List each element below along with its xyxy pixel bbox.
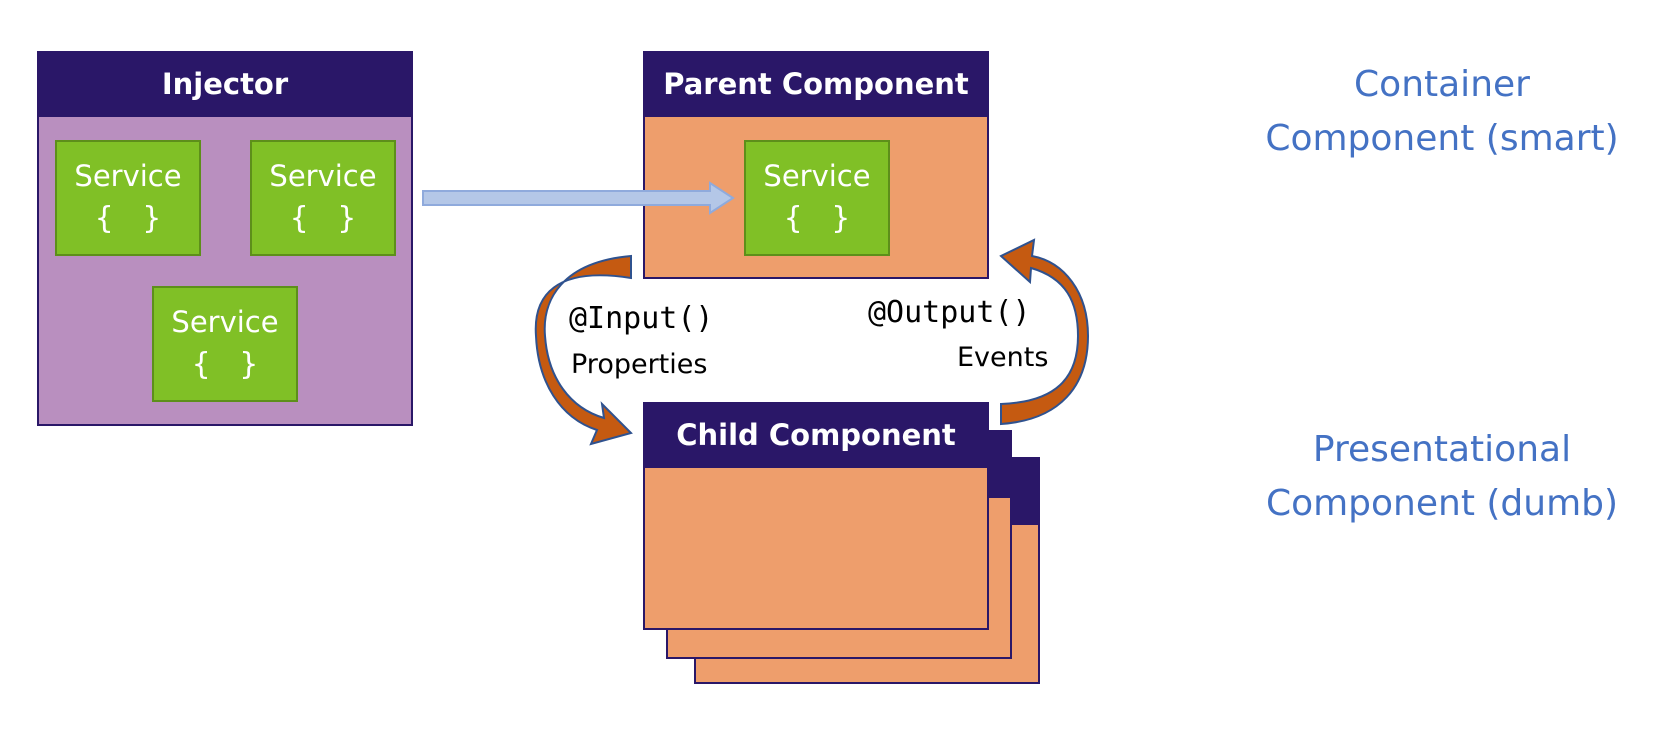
service-braces: { }	[289, 201, 357, 237]
parent-component-title: Parent Component	[663, 67, 969, 101]
child-component-title: Child Component	[676, 418, 956, 452]
injector-service-2: Service { }	[250, 140, 396, 256]
output-decorator: @Output()	[868, 295, 1031, 330]
child-component-box	[643, 468, 989, 630]
injector-title: Injector	[161, 67, 289, 101]
child-component-header: Child Component	[643, 402, 989, 468]
presentational-component-label: Presentational Component (dumb)	[1232, 423, 1652, 531]
input-decorator: @Input()	[569, 301, 714, 336]
container-component-label: Container Component (smart)	[1232, 58, 1652, 166]
parent-service: Service { }	[744, 140, 890, 256]
service-braces: { }	[783, 201, 851, 237]
input-arrow	[534, 254, 633, 446]
injector-header: Injector	[37, 51, 413, 117]
service-label: Service	[269, 159, 377, 194]
input-properties-label: Properties	[571, 349, 708, 380]
injector-service-3: Service { }	[152, 286, 298, 402]
injector-service-1: Service { }	[55, 140, 201, 256]
presentational-line1: Presentational	[1312, 429, 1572, 470]
container-line2: Component (smart)	[1265, 118, 1619, 159]
service-braces: { }	[191, 347, 259, 383]
service-braces: { }	[94, 201, 162, 237]
presentational-line2: Component (dumb)	[1265, 483, 1619, 524]
service-label: Service	[171, 305, 279, 340]
output-arrow	[999, 238, 1090, 426]
inject-arrow	[422, 181, 735, 215]
service-label: Service	[74, 159, 182, 194]
service-label: Service	[763, 159, 871, 194]
output-events-label: Events	[957, 342, 1049, 373]
container-line1: Container	[1354, 64, 1530, 105]
parent-component-header: Parent Component	[643, 51, 989, 117]
